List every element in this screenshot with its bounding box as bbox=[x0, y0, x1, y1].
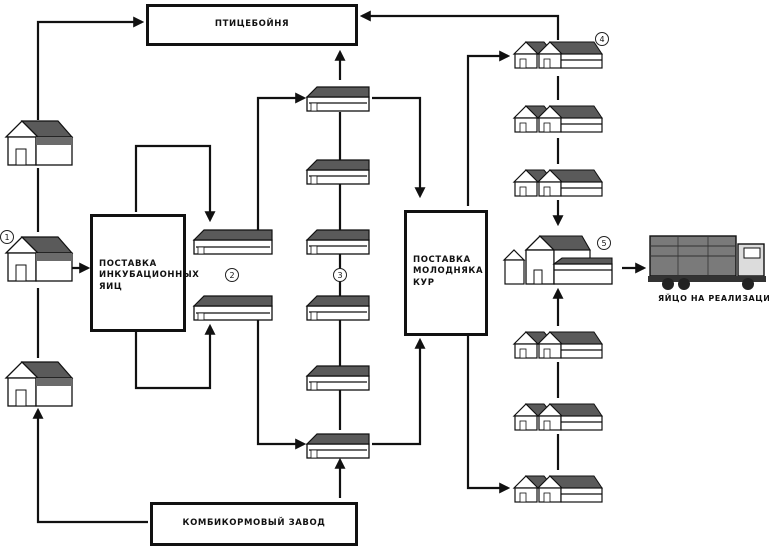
poultry-house-icon bbox=[513, 475, 603, 503]
flow-chick-to-col4-bottom bbox=[466, 336, 511, 494]
feed-mill-box: КОМБИКОРМОВЫЙ ЗАВОД bbox=[150, 502, 358, 546]
poultry-house-icon bbox=[306, 365, 370, 391]
marker-5: 5 bbox=[597, 236, 611, 250]
poultry-house-icon bbox=[306, 86, 370, 112]
marker-4: 4 bbox=[595, 32, 609, 46]
flow-col1-to-slaughterhouse bbox=[36, 16, 145, 120]
poultry-house-icon bbox=[513, 105, 603, 133]
poultry-house-icon bbox=[306, 229, 370, 255]
flow-col2-to-col3-bottom bbox=[256, 320, 307, 450]
egg-supply-box: ПОСТАВКА ИНКУБАЦИОННЫХ ЯИЦ bbox=[90, 214, 200, 332]
poultry-house-icon bbox=[306, 433, 370, 459]
flow-feed-to-col1 bbox=[32, 407, 148, 524]
eggs-for-sale-label: ЯЙЦО НА РЕАЛИЗАЦИЮ bbox=[658, 294, 769, 303]
flow-egg-to-col2-bottom bbox=[134, 323, 216, 390]
marker-3: 3 bbox=[333, 268, 347, 282]
poultry-house-icon bbox=[193, 229, 273, 255]
poultry-house-icon bbox=[513, 331, 603, 359]
marker-1: 1 bbox=[0, 230, 14, 244]
chick-supply-line-1: ПОСТАВКА bbox=[413, 255, 471, 265]
poultry-house-icon bbox=[513, 169, 603, 197]
poultry-house-icon bbox=[4, 120, 74, 166]
poultry-house-icon bbox=[502, 235, 613, 285]
truck-icon bbox=[648, 235, 766, 290]
poultry-house-icon bbox=[4, 236, 74, 282]
slaughterhouse-box: ПТИЦЕБОЙНЯ bbox=[146, 4, 358, 46]
flow-col4-to-slaughterhouse bbox=[359, 10, 560, 40]
egg-supply-line-1: ПОСТАВКА bbox=[99, 259, 157, 269]
chick-supply-line-2: МОЛОДНЯКА bbox=[413, 266, 484, 277]
egg-supply-line-3: ЯИЦ bbox=[99, 281, 123, 292]
chick-supply-line-3: КУР bbox=[413, 277, 435, 288]
chick-supply-box: ПОСТАВКА МОЛОДНЯКА КУР bbox=[404, 210, 488, 336]
flow-col3-to-chick-supply bbox=[372, 96, 426, 199]
poultry-house-icon bbox=[4, 361, 74, 407]
poultry-house-icon bbox=[306, 295, 370, 321]
flow-chick-to-col4-top bbox=[466, 50, 511, 206]
poultry-house-icon bbox=[193, 295, 273, 321]
poultry-house-icon bbox=[513, 41, 603, 69]
slaughterhouse-label: ПТИЦЕБОЙНЯ bbox=[214, 19, 290, 30]
flow-egg-to-col2-top bbox=[134, 144, 216, 223]
flow-col2-to-col3-top bbox=[256, 92, 307, 230]
flow-col3-bottom-to-chick-supply bbox=[372, 337, 426, 446]
poultry-house-icon bbox=[513, 403, 603, 431]
marker-2: 2 bbox=[225, 268, 239, 282]
poultry-house-icon bbox=[306, 159, 370, 185]
egg-supply-line-2: ИНКУБАЦИОННЫХ bbox=[99, 270, 200, 281]
feed-mill-label: КОМБИКОРМОВЫЙ ЗАВОД bbox=[182, 518, 326, 529]
